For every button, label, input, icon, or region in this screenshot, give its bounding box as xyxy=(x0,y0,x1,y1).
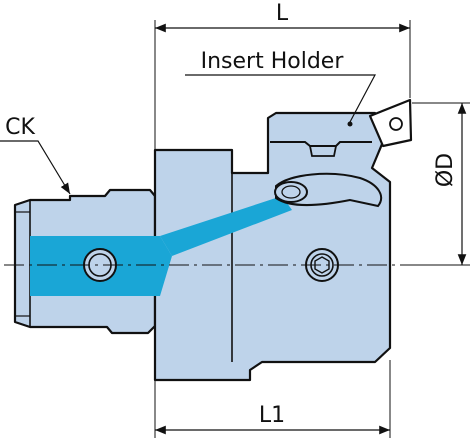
leader-insert-holder: Insert Holder xyxy=(185,49,376,127)
label-OD: ØD xyxy=(433,153,458,187)
dimension-L: L xyxy=(154,1,411,152)
label-L: L xyxy=(276,1,289,26)
leader-ck: CK xyxy=(0,115,71,195)
coolant-nozzle xyxy=(274,172,383,208)
insert-holder-block xyxy=(270,141,372,147)
dimension-OD: ØD xyxy=(412,102,470,266)
label-L1: L1 xyxy=(259,403,285,428)
label-insert-holder: Insert Holder xyxy=(201,49,345,74)
dimension-L1: L1 xyxy=(154,360,391,438)
insert-notch xyxy=(309,145,337,157)
label-CK: CK xyxy=(5,115,35,140)
insert-screw-hole xyxy=(389,117,403,131)
